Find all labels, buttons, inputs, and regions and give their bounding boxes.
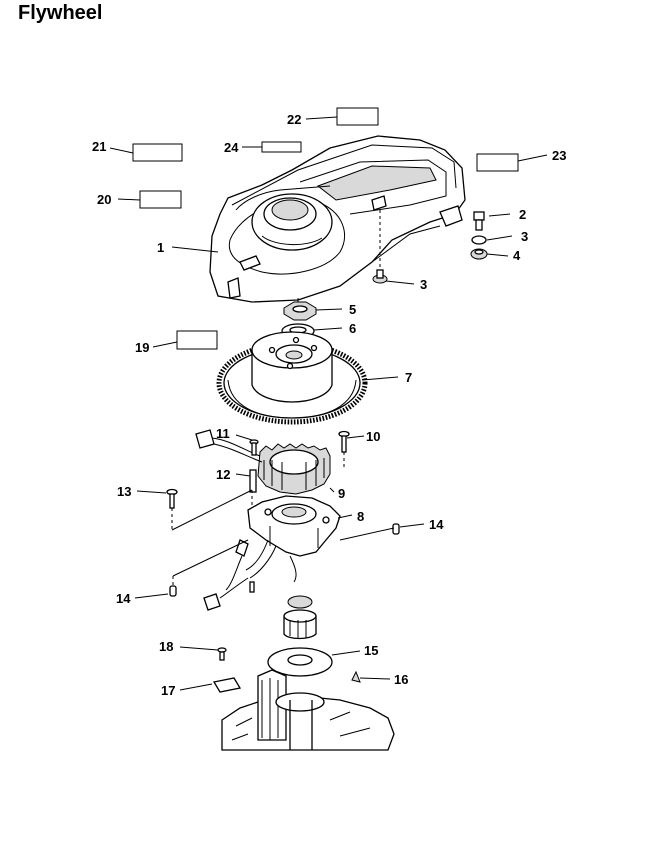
callout-17: 17 [161, 683, 175, 698]
part-dowel-14-left [169, 585, 177, 597]
callout-13: 13 [117, 484, 131, 499]
page-title: Flywheel [18, 2, 103, 24]
part-starter-gear [283, 595, 317, 640]
callout-3-lower: 3 [420, 277, 427, 292]
callout-4: 4 [513, 248, 521, 263]
part-dowel-14-right [392, 523, 400, 535]
callout-9: 9 [338, 486, 345, 501]
part-flywheel-7 [216, 331, 368, 425]
callout-box-23 [476, 153, 519, 172]
part-plate-15 [267, 647, 333, 677]
callout-3-upper: 3 [521, 229, 528, 244]
callout-24: 24 [224, 140, 239, 155]
callout-box-19 [176, 330, 218, 350]
callout-22: 22 [287, 112, 301, 127]
callout-box-20 [139, 190, 182, 209]
part-screw-13 [166, 488, 178, 509]
part-screw-11 [249, 439, 259, 456]
callout-5: 5 [349, 302, 356, 317]
part-flywheel-cover [209, 135, 466, 305]
callout-2: 2 [519, 207, 526, 222]
callout-box-21 [132, 143, 183, 162]
part-nut-4 [470, 248, 488, 260]
leader-lines [109, 116, 548, 691]
callout-11: 11 [216, 426, 230, 441]
part-screw-12 [249, 469, 257, 493]
callout-16: 16 [394, 672, 408, 687]
callout-1: 1 [157, 240, 164, 255]
callout-21: 21 [92, 139, 106, 154]
part-stator-9 [257, 443, 331, 495]
part-mounting-bracket-8 [247, 495, 341, 557]
callout-23: 23 [552, 148, 566, 163]
callout-10: 10 [366, 429, 380, 444]
callout-12: 12 [216, 467, 230, 482]
part-washer-3 [471, 235, 487, 245]
callout-14-right: 14 [429, 517, 444, 532]
part-bolt-2 [473, 211, 485, 231]
callout-20: 20 [97, 192, 111, 207]
part-flywheel-nut-5 [283, 301, 317, 321]
part-screw-10 [338, 430, 350, 453]
part-key-16 [351, 670, 361, 683]
callout-19: 19 [135, 340, 149, 355]
callout-6: 6 [349, 321, 356, 336]
callout-18: 18 [159, 639, 173, 654]
callout-7: 7 [405, 370, 412, 385]
part-bracket-17 [212, 677, 242, 693]
part-crankcase [221, 669, 395, 751]
callout-8: 8 [357, 509, 364, 524]
callout-box-24 [261, 141, 302, 153]
part-screw-3 [372, 269, 388, 284]
part-screw-18 [217, 647, 227, 661]
callout-14-left: 14 [116, 591, 131, 606]
callout-box-22 [336, 107, 379, 126]
callout-15: 15 [364, 643, 378, 658]
